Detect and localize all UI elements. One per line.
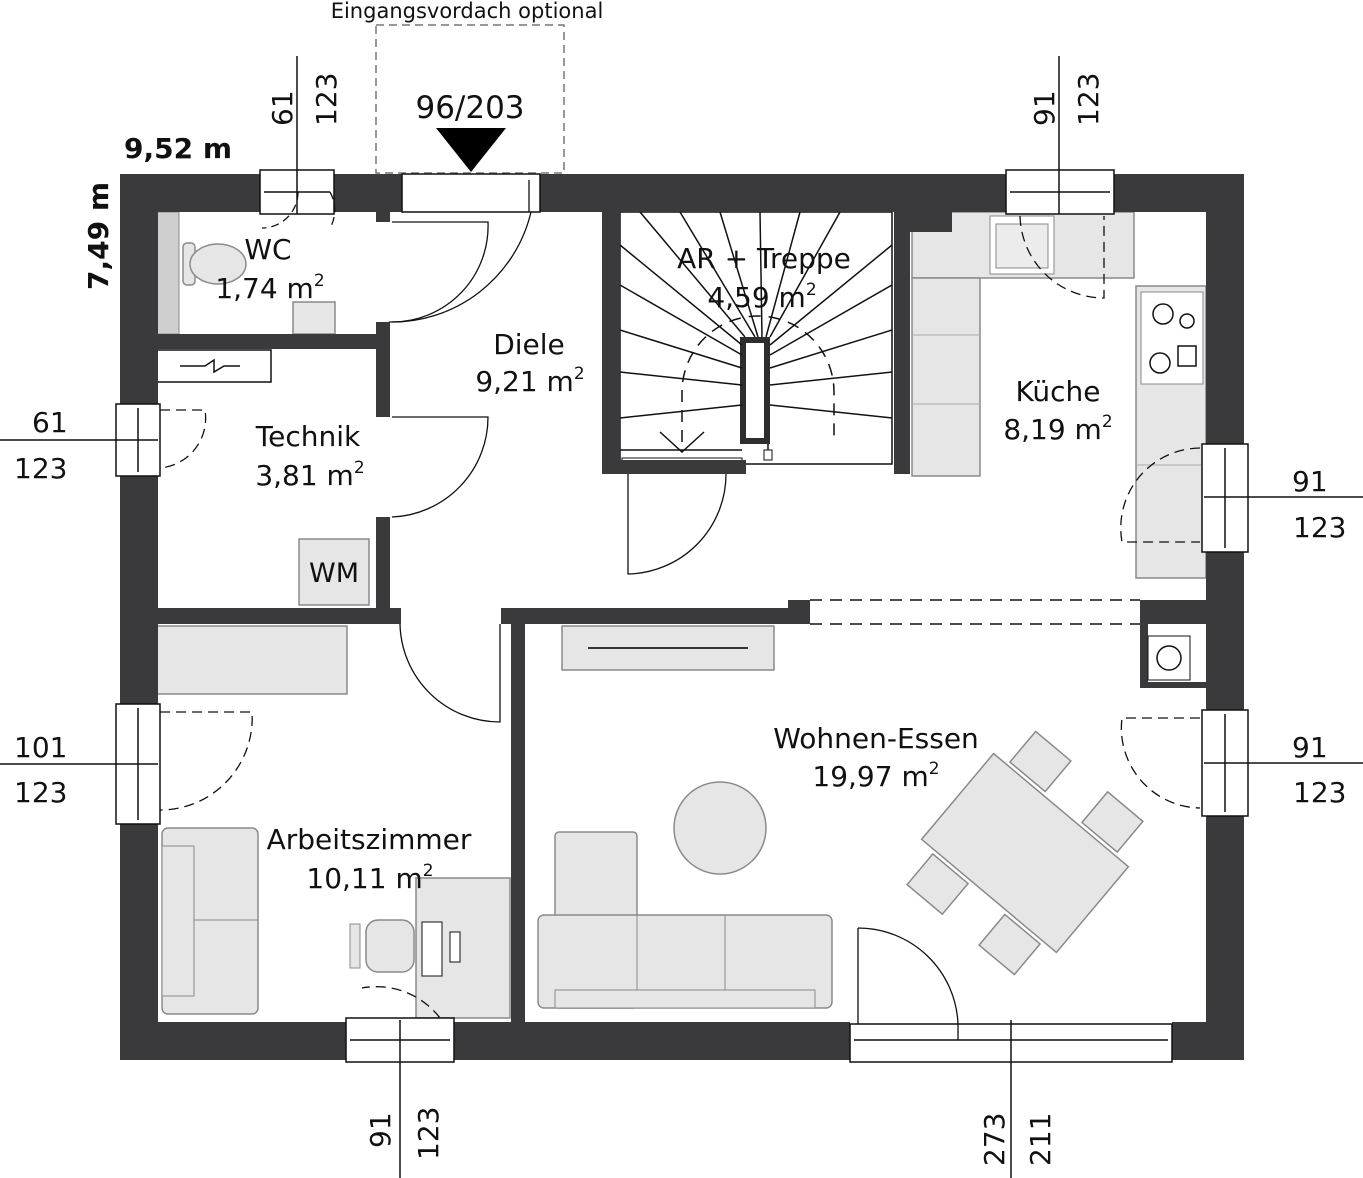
office-chair <box>365 919 415 973</box>
window-technik-height: 123 <box>14 452 67 485</box>
entrance-door-frame <box>401 173 541 213</box>
window-technik-width: 61 <box>32 406 68 439</box>
dimension-lines <box>0 56 1363 1178</box>
house-width-label: 9,52 m <box>124 132 232 165</box>
room-stair-name: AR + Treppe <box>677 242 851 275</box>
office-desk <box>415 877 511 1019</box>
room-living-area: 19,97 m2 <box>812 759 939 793</box>
house-depth-label: 7,49 m <box>82 182 115 290</box>
dining-chair <box>1008 730 1072 793</box>
window-office-left-width: 101 <box>14 731 67 764</box>
walls <box>120 174 1244 1060</box>
stair-walkline <box>681 315 835 442</box>
dining-table <box>920 752 1130 954</box>
window-living-right-width: 91 <box>1292 731 1328 764</box>
office-door-swing <box>399 623 501 723</box>
dining-set <box>906 730 1144 976</box>
window-patio-height: 211 <box>1024 1113 1057 1166</box>
room-wc-name: WC <box>244 233 291 266</box>
room-labels: WC 1,74 m2 Technik 3,81 m2 Diele 9,21 m2… <box>215 233 1112 895</box>
monitor-icon <box>449 931 461 963</box>
canopy-label: Eingangsvordach optional <box>331 0 604 23</box>
staircase <box>619 211 893 473</box>
window-kitchen-top-height: 123 <box>1072 73 1105 126</box>
room-stair-area: 4,59 m2 <box>707 280 816 314</box>
kitchen-counter-left <box>911 277 981 477</box>
coffee-table <box>673 781 767 875</box>
window-kitchen-right-width: 91 <box>1292 465 1328 498</box>
room-wc-area: 1,74 m2 <box>215 271 324 305</box>
room-living-name: Wohnen-Essen <box>773 722 979 755</box>
entrance-door-swing <box>388 211 532 323</box>
window-patio-width: 273 <box>978 1113 1011 1166</box>
keyboard-icon <box>421 921 443 977</box>
room-diele-area: 9,21 m2 <box>475 364 584 398</box>
room-technik-area: 3,81 m2 <box>255 458 364 492</box>
window-wc-width: 61 <box>266 90 299 126</box>
wc-door-swing <box>391 221 489 323</box>
entrance-door-size: 96/203 <box>415 90 524 126</box>
window-kitchen-right-height: 123 <box>1293 511 1346 544</box>
electric-meter-icon <box>180 358 240 374</box>
room-office-name: Arbeitszimmer <box>267 823 472 856</box>
room-diele-name: Diele <box>493 328 565 361</box>
technik-door-swing <box>391 416 489 518</box>
room-technik-name: Technik <box>255 420 361 453</box>
door-swings <box>159 180 1201 1040</box>
window-living-right-height: 123 <box>1293 776 1346 809</box>
window-dimensions: 61 123 91 123 61 123 91 123 101 123 91 1… <box>14 73 1346 1166</box>
window-office-bottom-width: 91 <box>364 1112 397 1148</box>
storage-door-swing <box>627 473 727 575</box>
patio-door-swing <box>857 927 959 1040</box>
dining-chair <box>906 852 970 916</box>
office-shelf <box>156 625 348 695</box>
wc-sink-icon <box>292 301 336 335</box>
entrance-canopy <box>375 24 565 174</box>
washing-machine-label: WM <box>309 558 359 589</box>
wc-tile-strip <box>156 211 180 335</box>
furniture: WM <box>156 211 1207 1019</box>
window-office-left-height: 123 <box>14 776 67 809</box>
dining-chair <box>1080 790 1144 854</box>
window-office-bottom-height: 123 <box>412 1107 445 1160</box>
window-kitchen-top-width: 91 <box>1028 90 1061 126</box>
room-kitchen-area: 8,19 m2 <box>1003 412 1112 446</box>
toilet-icon <box>189 243 247 285</box>
dining-chair <box>978 913 1042 976</box>
room-office-area: 10,11 m2 <box>306 861 433 895</box>
entrance-arrow-icon <box>436 128 506 172</box>
cooktop-icon <box>1140 291 1204 385</box>
room-kitchen-name: Küche <box>1015 375 1100 408</box>
window-wc-height: 123 <box>310 73 343 126</box>
washing-machine <box>298 538 370 606</box>
